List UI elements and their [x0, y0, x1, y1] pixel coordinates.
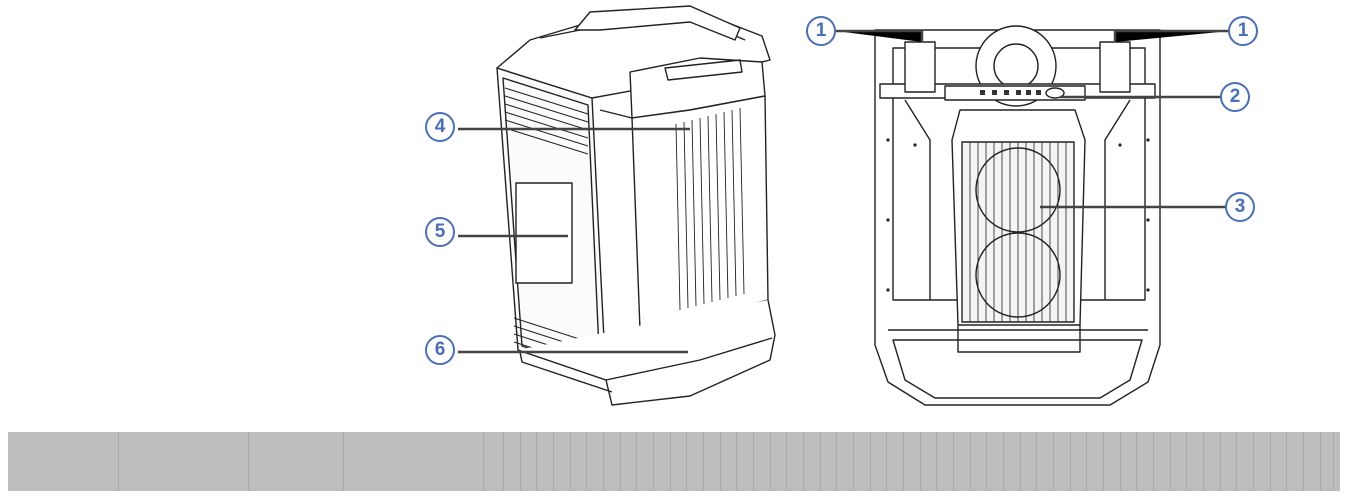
callout-1-right: 1	[1228, 16, 1258, 46]
callout-6: 6	[425, 335, 455, 365]
strip-divider	[1136, 432, 1137, 491]
strip-divider	[753, 432, 754, 491]
strip-divider	[686, 432, 687, 491]
strip-divider	[118, 432, 119, 491]
callout-1-left: 1	[806, 16, 836, 46]
case-front-view	[874, 25, 1161, 406]
strip-divider	[536, 432, 537, 491]
strip-divider	[670, 432, 671, 491]
strip-divider	[920, 432, 921, 491]
strip-divider	[1236, 432, 1237, 491]
strip-divider	[620, 432, 621, 491]
strip-divider	[953, 432, 954, 491]
strip-divider	[786, 432, 787, 491]
strip-divider	[1103, 432, 1104, 491]
strip-divider	[248, 432, 249, 491]
strip-divider	[586, 432, 587, 491]
strip-divider	[1053, 432, 1054, 491]
strip-divider	[1120, 432, 1121, 491]
strip-divider	[1303, 432, 1304, 491]
strip-divider	[653, 432, 654, 491]
strip-divider	[970, 432, 971, 491]
callout-5: 5	[425, 217, 455, 247]
strip-divider	[1153, 432, 1154, 491]
strip-divider	[986, 432, 987, 491]
strip-divider	[1320, 432, 1321, 491]
strip-divider	[820, 432, 821, 491]
strip-divider	[803, 432, 804, 491]
strip-divider	[570, 432, 571, 491]
strip-divider	[483, 432, 484, 491]
callout-2: 2	[1220, 82, 1250, 112]
strip-divider	[520, 432, 521, 491]
strip-divider	[736, 432, 737, 491]
strip-divider	[886, 432, 887, 491]
strip-divider	[1036, 432, 1037, 491]
strip-divider	[853, 432, 854, 491]
strip-divider	[1253, 432, 1254, 491]
strip-divider	[553, 432, 554, 491]
footer-strip	[8, 432, 1340, 491]
strip-divider	[1220, 432, 1221, 491]
strip-divider	[603, 432, 604, 491]
strip-divider	[1333, 432, 1334, 491]
strip-divider	[720, 432, 721, 491]
strip-divider	[1170, 432, 1171, 491]
strip-divider	[503, 432, 504, 491]
strip-divider	[703, 432, 704, 491]
strip-divider	[770, 432, 771, 491]
strip-divider	[903, 432, 904, 491]
strip-divider	[1003, 432, 1004, 491]
strip-divider	[1203, 432, 1204, 491]
strip-divider	[1286, 432, 1287, 491]
leader-lines	[458, 29, 1230, 354]
callout-4: 4	[425, 112, 455, 142]
strip-divider	[870, 432, 871, 491]
strip-divider	[936, 432, 937, 491]
leader-line-1-left	[836, 29, 924, 42]
case-side-view	[496, 5, 776, 406]
strip-divider	[1270, 432, 1271, 491]
strip-divider	[1070, 432, 1071, 491]
strip-divider	[1020, 432, 1021, 491]
strip-divider	[836, 432, 837, 491]
strip-divider	[636, 432, 637, 491]
case-illustration	[458, 5, 1230, 406]
strip-divider	[1086, 432, 1087, 491]
strip-divider	[1186, 432, 1187, 491]
callout-3: 3	[1225, 192, 1255, 222]
leader-line-1-right	[1113, 29, 1230, 42]
strip-divider	[343, 432, 344, 491]
